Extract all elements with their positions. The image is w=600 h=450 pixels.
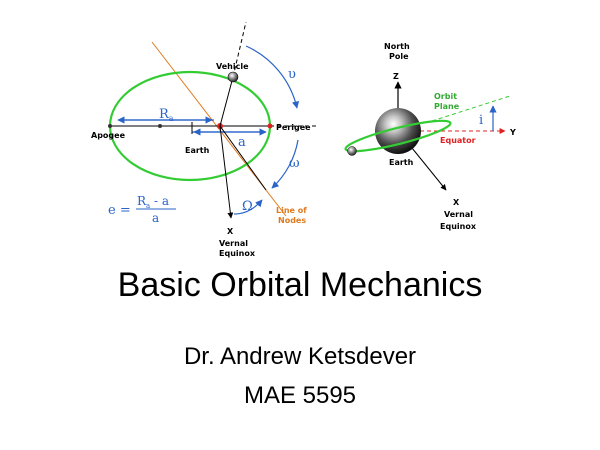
x-axis-label: X [453,198,460,207]
raan-arc [233,199,263,215]
course-code: MAE 5595 [243,382,357,409]
x-axis [411,147,447,191]
arg-perigee-label: ω [289,156,300,171]
slide-title: Basic Orbital Mechanics [117,266,483,304]
line-of-nodes-label-1: Line of [276,206,307,215]
vernal-label-1: Vernal [219,239,248,248]
north-pole-label-2: Pole [389,52,409,61]
apogee-label: Apogee [91,131,126,140]
orbit-plane-label-2: Plane [434,102,460,111]
z-axis-label: Z [393,72,399,81]
orbit-ring [344,119,452,153]
inclination-label: i [479,113,483,128]
vehicle-icon [227,71,239,83]
raan-label: Ω [242,199,253,214]
satellite-icon [347,146,357,156]
formula-numerator: Ra - a [137,194,169,210]
line-of-nodes-label-2: Nodes [278,216,306,225]
formula-lhs: e = [108,203,131,218]
arg-perigee-arc [271,139,299,189]
radius-vector [219,76,234,127]
formula-denominator: a [152,211,159,225]
orbit-geometry-diagram: Vehicle Apogee Perigee Earth Ra a υ ω Ω … [91,21,318,258]
ra-label: Ra [159,107,174,123]
equator-label: Equator [440,136,476,145]
vehicle-label: Vehicle [216,62,249,71]
earth-icon [375,108,421,154]
true-anomaly-label: υ [288,67,296,82]
node-direction-arrow [219,125,267,191]
author-name: Dr. Andrew Ketsdever [183,343,417,370]
y-axis-label: Y [509,128,516,137]
orbit-inclination-diagram: North Pole Z Orbit Plane i Y Equator Ear… [344,42,516,231]
vernal-label-right-2: Equinox [440,222,477,231]
radius-vector-extension [232,21,247,78]
eccentricity-formula: e = Ra - a a [108,194,176,225]
apogee-marker [108,124,112,128]
orbit-plane-label-1: Orbit [434,92,457,101]
vernal-axis [219,125,234,219]
orbital-diagrams: Vehicle Apogee Perigee Earth Ra a υ ω Ω … [91,21,516,258]
north-pole-label-1: North [384,42,410,51]
earth-label: Earth [185,146,210,155]
vernal-label-right-1: Vernal [444,210,473,219]
perigee-label: Perigee [276,123,311,132]
earth-label-right: Earth [389,158,414,167]
perigee-marker [267,123,273,129]
vernal-label-2: Equinox [219,249,256,258]
semi-major-label: a [238,135,246,150]
ellipse-center-dot [158,124,162,128]
vernal-x-label: X [227,227,234,236]
true-anomaly-arc [245,45,300,109]
